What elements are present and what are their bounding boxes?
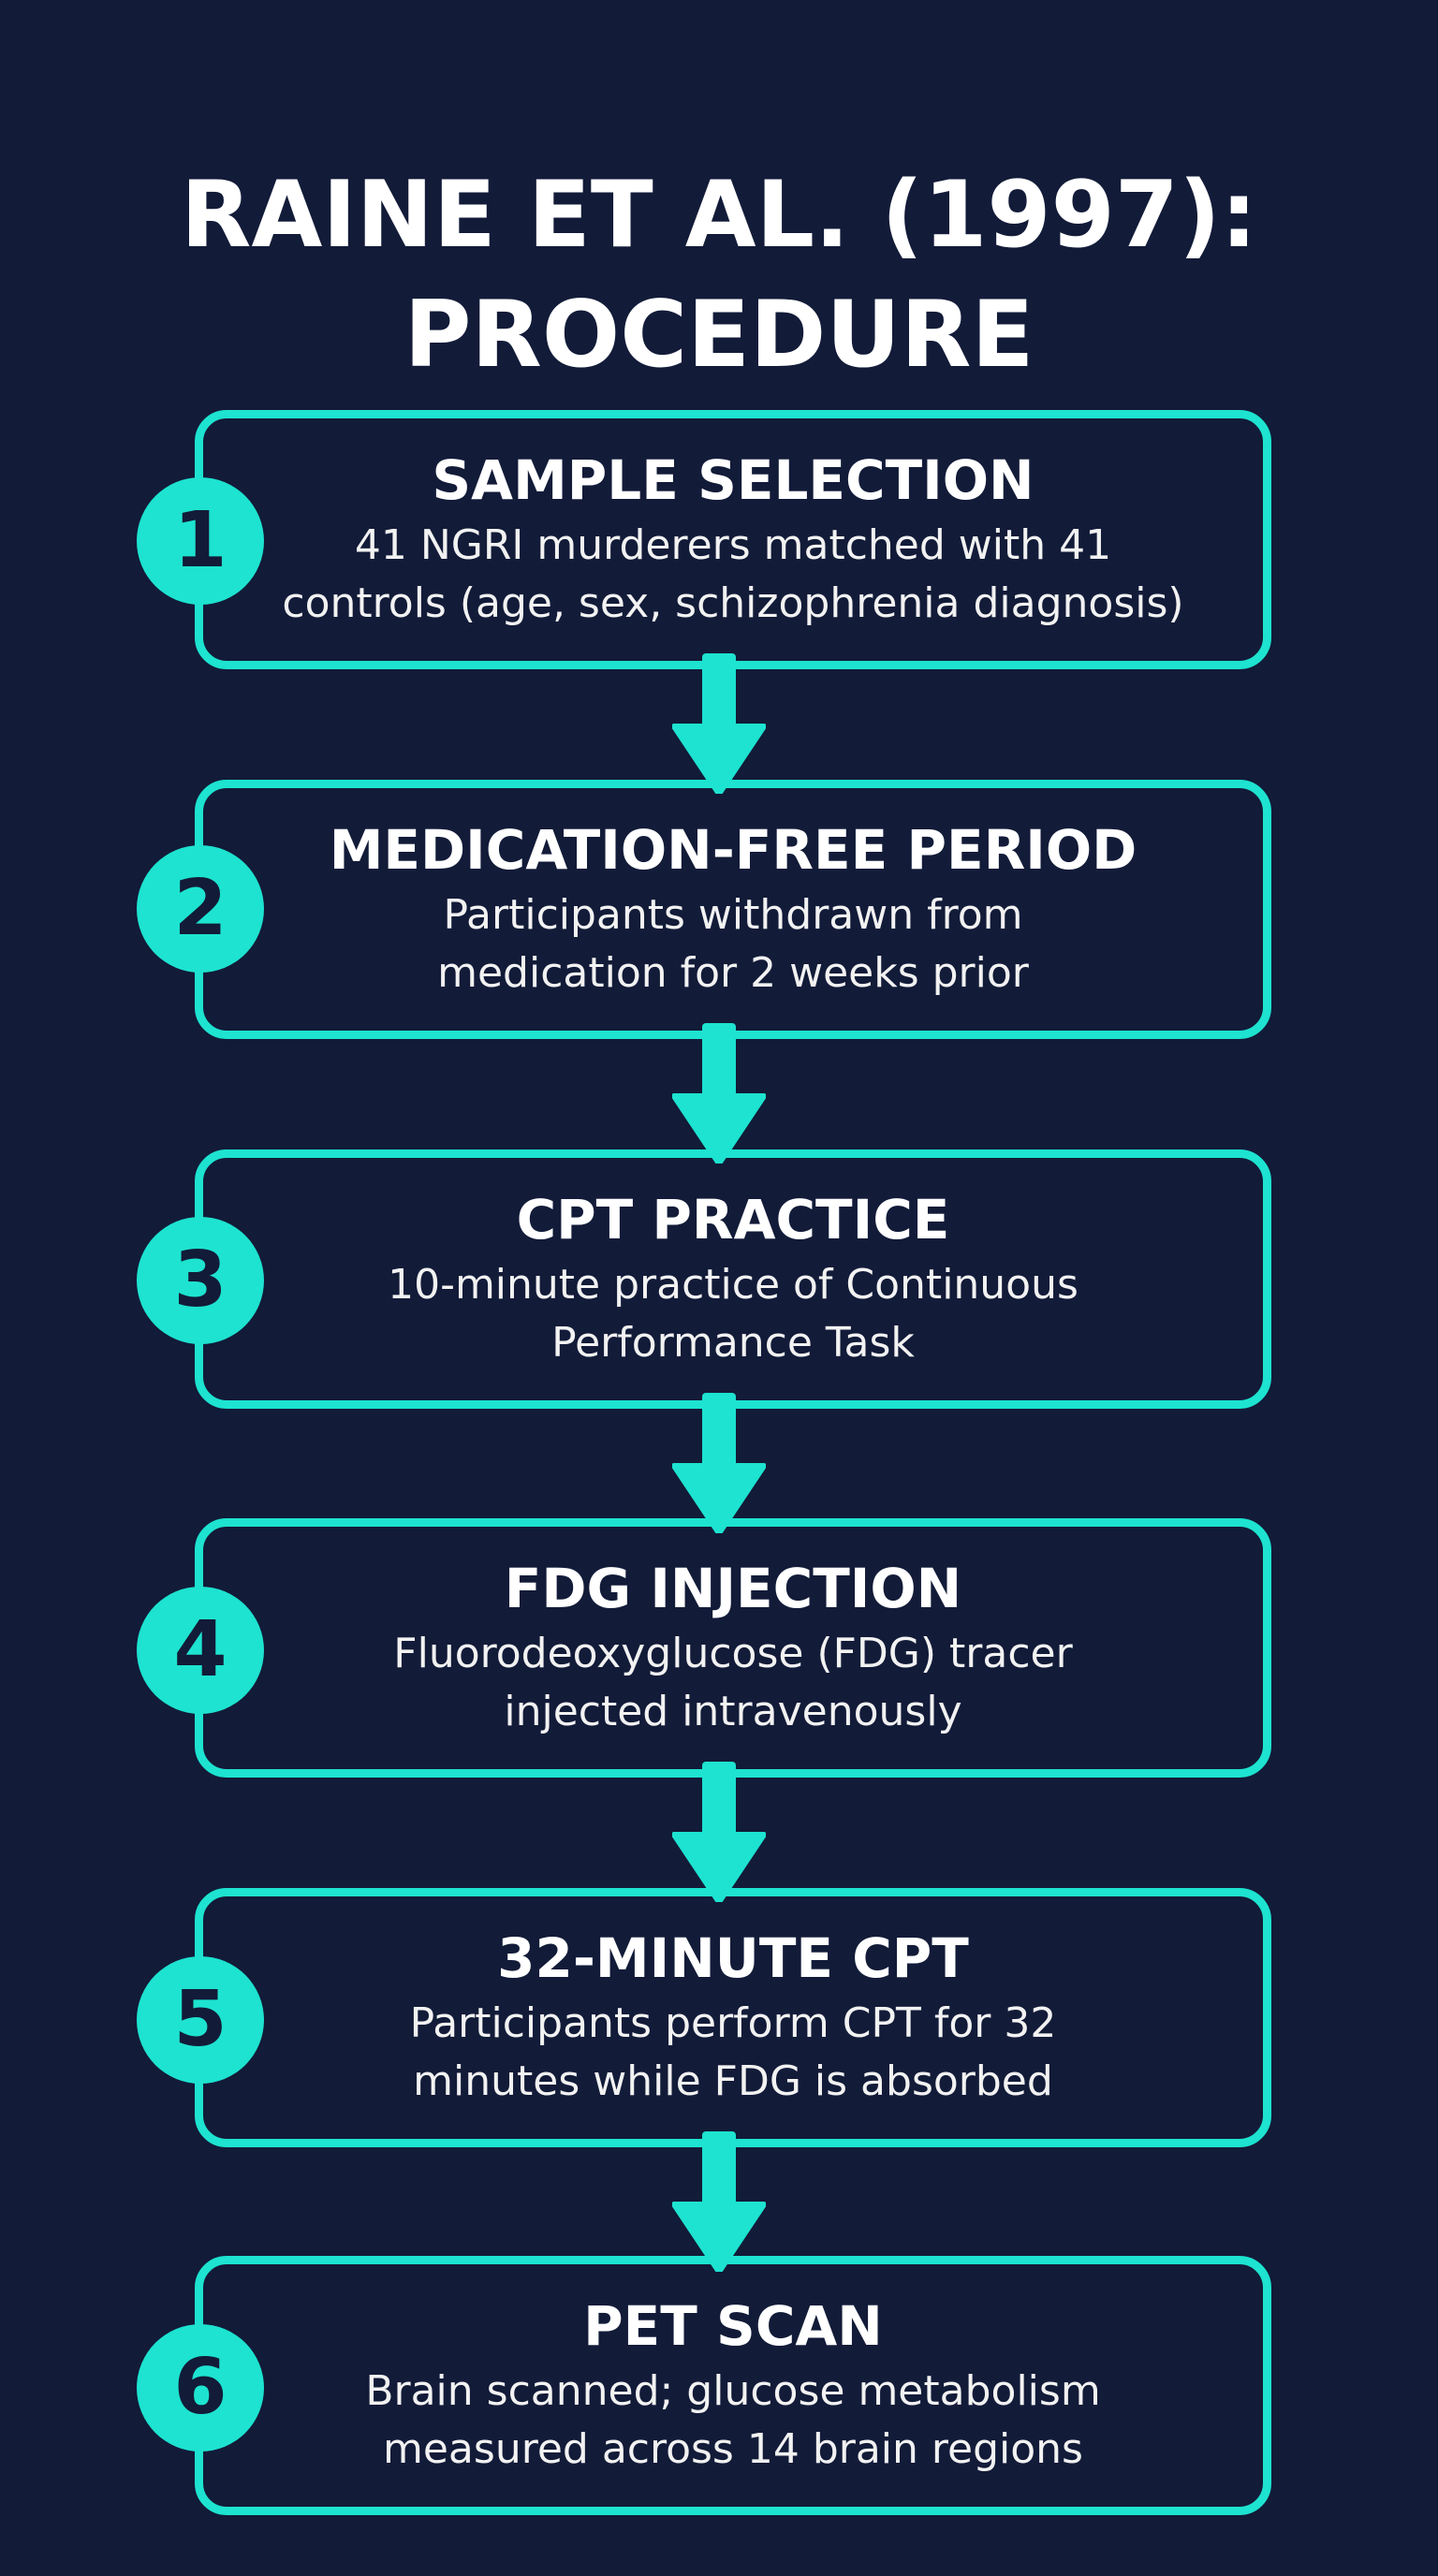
down-arrow-icon (672, 1023, 766, 1164)
step-description-line: 41 NGRI murderers matched with 41 (354, 520, 1112, 569)
step-description: Participants perform CPT for 32 minutes … (410, 1995, 1057, 2111)
step-number-badge-1: 1 (137, 477, 264, 605)
step-description: 10-minute practice of Continuous Perform… (388, 1256, 1078, 1372)
down-arrow-icon (672, 2131, 766, 2272)
step-description-line: Brain scanned; glucose metabolism (365, 2366, 1101, 2415)
title-line-2: PROCEDURE (404, 281, 1034, 388)
step-description-line: injected intravenously (504, 1687, 962, 1735)
step-number-badge-2: 2 (137, 845, 264, 973)
step-description: Brain scanned; glucose metabolism measur… (365, 2363, 1100, 2479)
step-heading: 32-MINUTE CPT (497, 1925, 969, 1990)
step-box-3: CPT PRACTICE 10-minute practice of Conti… (195, 1149, 1271, 1409)
step-box-5: 32-MINUTE CPT Participants perform CPT f… (195, 1888, 1271, 2147)
step-heading: CPT PRACTICE (516, 1187, 950, 1251)
step-box-6: PET SCAN Brain scanned; glucose metaboli… (195, 2256, 1271, 2515)
step-box-4: FDG INJECTION Fluorodeoxyglucose (FDG) t… (195, 1518, 1271, 1778)
step-description-line: Fluorodeoxyglucose (FDG) tracer (393, 1629, 1073, 1677)
title-line-1: RAINE ET AL. (1997): (181, 161, 1257, 269)
step-box-2: MEDICATION-FREE PERIOD Participants with… (195, 780, 1271, 1039)
step-description: 41 NGRI murderers matched with 41 contro… (282, 517, 1183, 633)
step-heading: PET SCAN (583, 2293, 883, 2358)
step-description-line: Participants withdrawn from (443, 890, 1023, 939)
step-description-line: 10-minute practice of Continuous (388, 1260, 1078, 1309)
down-arrow-icon (672, 1393, 766, 1533)
page-title: RAINE ET AL. (1997): PROCEDURE (0, 155, 1438, 395)
step-description-line: controls (age, sex, schizophrenia diagno… (282, 578, 1184, 627)
step-description-line: medication for 2 weeks prior (437, 948, 1029, 997)
step-description-line: Performance Task (551, 1318, 915, 1367)
step-heading: SAMPLE SELECTION (432, 447, 1034, 512)
step-number-badge-6: 6 (137, 2324, 264, 2452)
step-box-1: SAMPLE SELECTION 41 NGRI murderers match… (195, 410, 1271, 669)
step-description-line: minutes while FDG is absorbed (413, 2056, 1053, 2105)
step-heading: MEDICATION-FREE PERIOD (329, 817, 1137, 882)
step-number-badge-4: 4 (137, 1587, 264, 1714)
step-number-badge-3: 3 (137, 1217, 264, 1344)
step-description: Fluorodeoxyglucose (FDG) tracer injected… (393, 1625, 1072, 1741)
step-description-line: measured across 14 brain regions (383, 2424, 1083, 2473)
step-description-line: Participants perform CPT for 32 (409, 1998, 1057, 2047)
step-description: Participants withdrawn from medication f… (437, 886, 1029, 1003)
step-heading: FDG INJECTION (504, 1556, 962, 1620)
down-arrow-icon (672, 1762, 766, 1902)
step-number-badge-5: 5 (137, 1956, 264, 2084)
down-arrow-icon (672, 653, 766, 794)
